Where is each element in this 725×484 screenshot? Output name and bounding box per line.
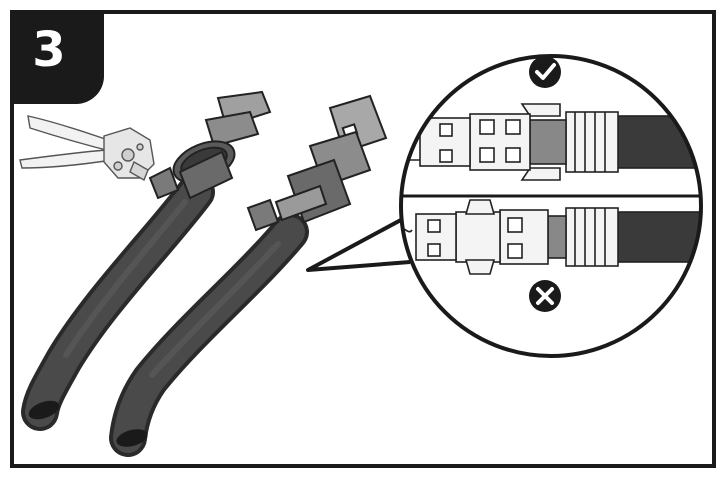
left-cable bbox=[21, 173, 215, 431]
zoom-detail bbox=[399, 54, 703, 358]
step-badge: 3 bbox=[10, 10, 104, 104]
callout-pointer bbox=[306, 212, 413, 272]
left-connector bbox=[148, 90, 272, 200]
incorrect-assembly bbox=[401, 199, 701, 275]
check-circle-icon bbox=[529, 56, 561, 88]
crimping-pliers-icon bbox=[19, 115, 155, 182]
right-connector bbox=[246, 94, 388, 232]
x-circle-icon bbox=[529, 280, 561, 312]
step-number: 3 bbox=[32, 22, 66, 78]
right-cable bbox=[109, 213, 309, 457]
